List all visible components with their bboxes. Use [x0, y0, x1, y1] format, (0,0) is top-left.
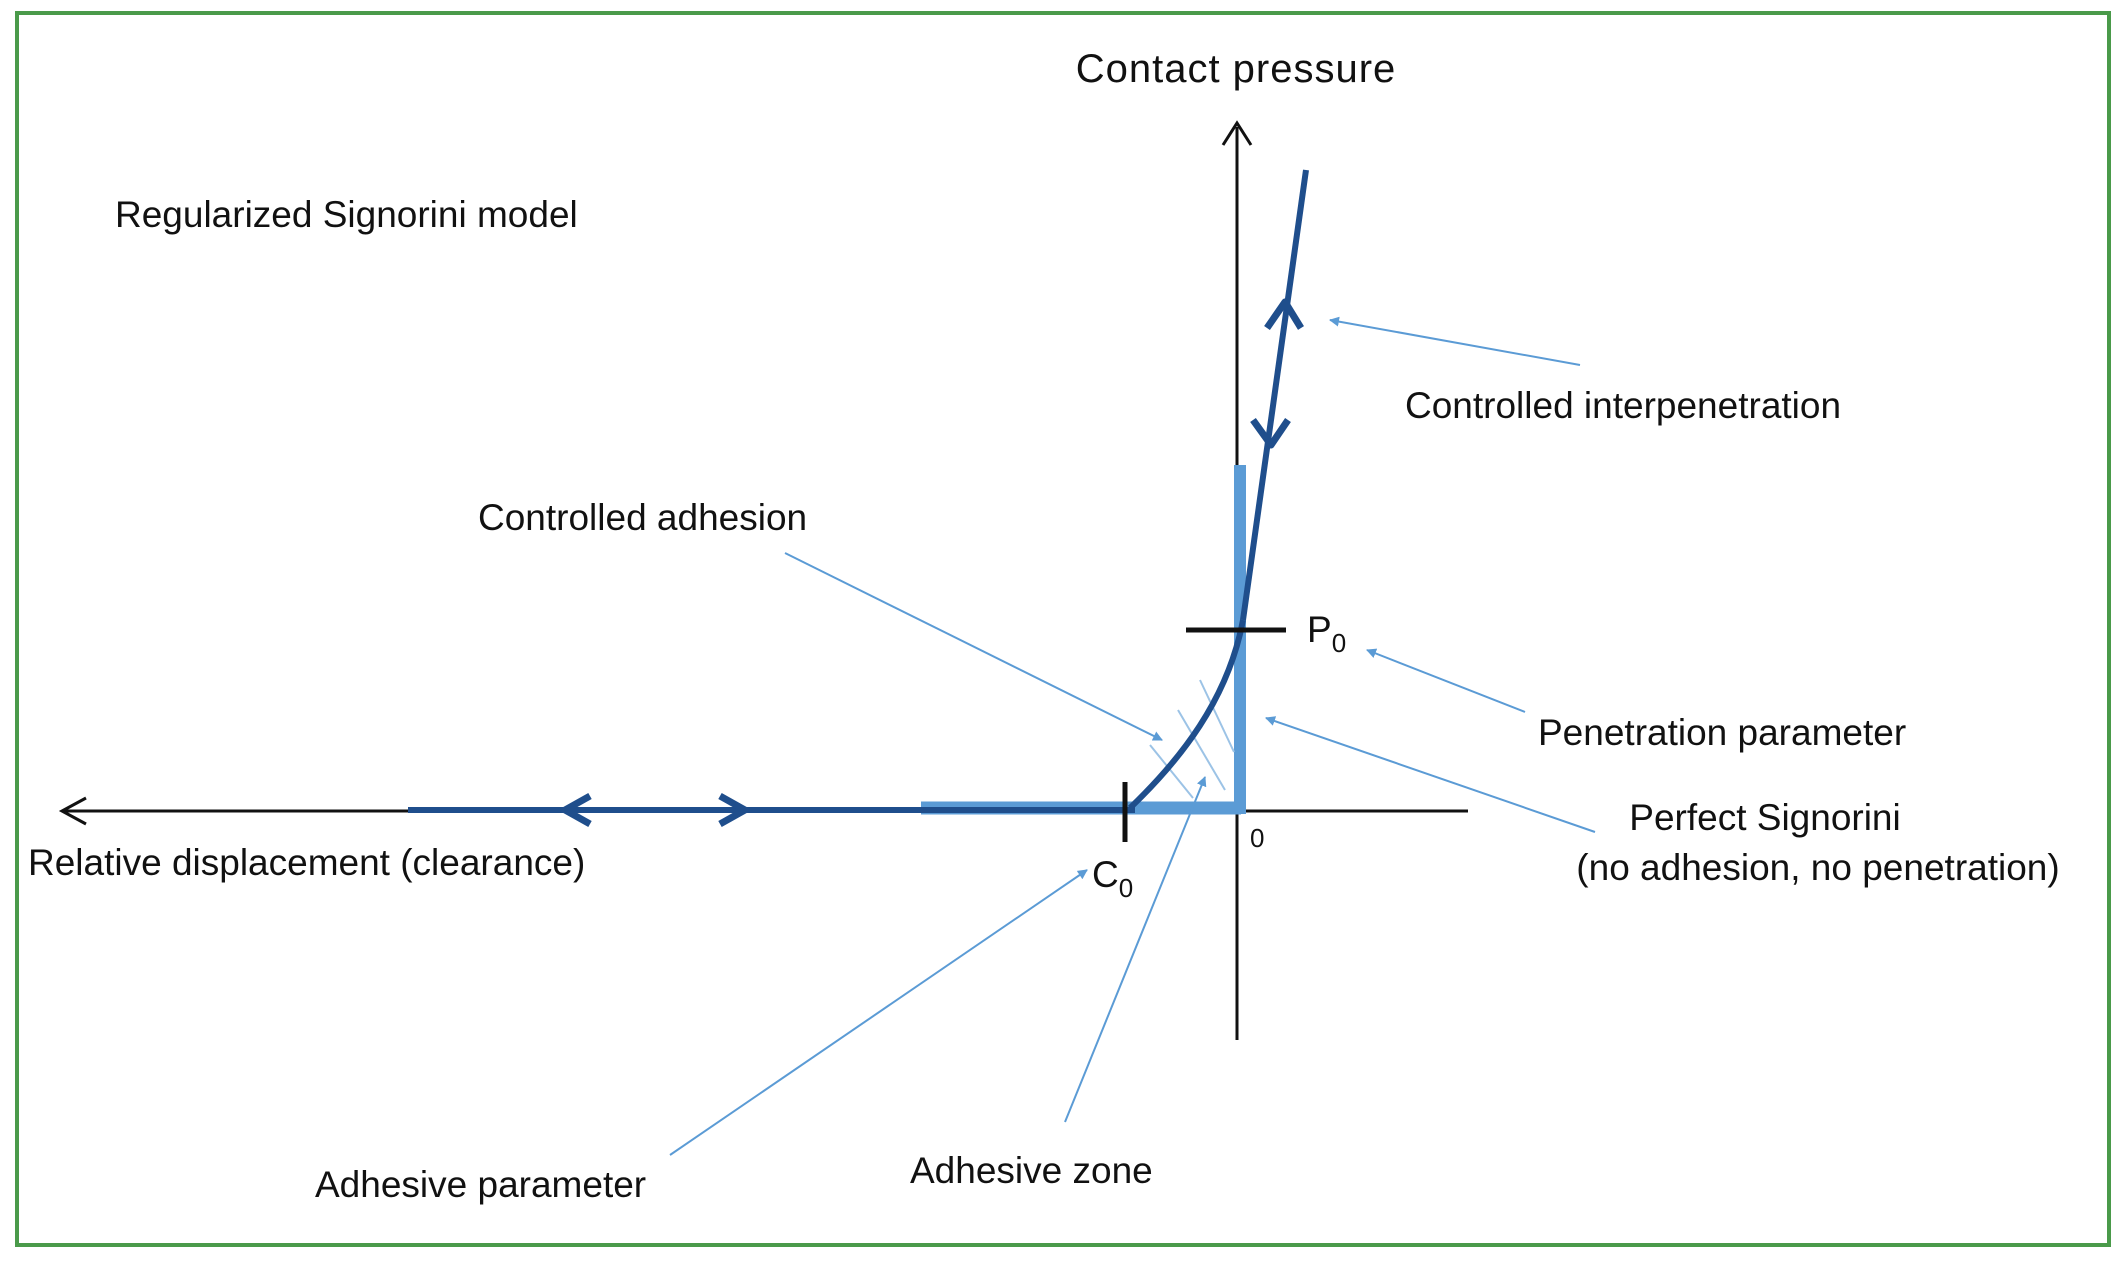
- leader-controlled-adhesion: [784, 552, 1163, 741]
- diagram-title: Regularized Signorini model: [115, 194, 578, 235]
- leader-controlled-interpenetration: [1329, 316, 1581, 366]
- label-penetration-parameter: Penetration parameter: [1538, 712, 1906, 753]
- p0-sub: 0: [1332, 628, 1346, 658]
- origin-label: 0: [1250, 823, 1264, 853]
- label-perfect-signorini-line1: Perfect Signorini: [1629, 797, 1900, 838]
- p0-main: P: [1307, 609, 1332, 650]
- arrow-left-icon: [561, 792, 592, 828]
- diagram-frame: [15, 11, 2111, 1247]
- adhesive-zone-hatching: [1149, 679, 1235, 799]
- x-axis-arrowhead-icon: [58, 796, 87, 826]
- c0-sub: 0: [1119, 873, 1133, 903]
- p0-label: P0: [1307, 609, 1346, 658]
- leader-adhesive-parameter: [669, 869, 1088, 1156]
- label-controlled-interpenetration: Controlled interpenetration: [1405, 385, 1841, 426]
- label-adhesive-parameter: Adhesive parameter: [315, 1164, 646, 1205]
- y-axis-arrowhead-icon: [1221, 120, 1253, 146]
- label-perfect-signorini-line2: (no adhesion, no penetration): [1576, 847, 2059, 888]
- c0-label: C0: [1092, 854, 1133, 903]
- c0-main: C: [1092, 854, 1119, 895]
- x-axis-label: Relative displacement (clearance): [28, 842, 585, 883]
- leader-lines: [669, 316, 1596, 1156]
- axes: [58, 120, 1468, 1040]
- leader-adhesive-zone: [1064, 776, 1207, 1123]
- arrow-down-icon: [1250, 417, 1291, 449]
- label-controlled-adhesion: Controlled adhesion: [478, 497, 807, 538]
- arrow-up-icon: [1264, 298, 1304, 330]
- regularized-curve: [408, 169, 1309, 813]
- label-adhesive-zone: Adhesive zone: [910, 1150, 1153, 1191]
- leader-perfect-signorini: [1265, 716, 1596, 833]
- arrow-right-icon: [718, 792, 749, 828]
- perfect-signorini-line: [921, 465, 1246, 815]
- leader-penetration-parameter: [1366, 648, 1526, 713]
- y-axis-label: Contact pressure: [1076, 47, 1397, 91]
